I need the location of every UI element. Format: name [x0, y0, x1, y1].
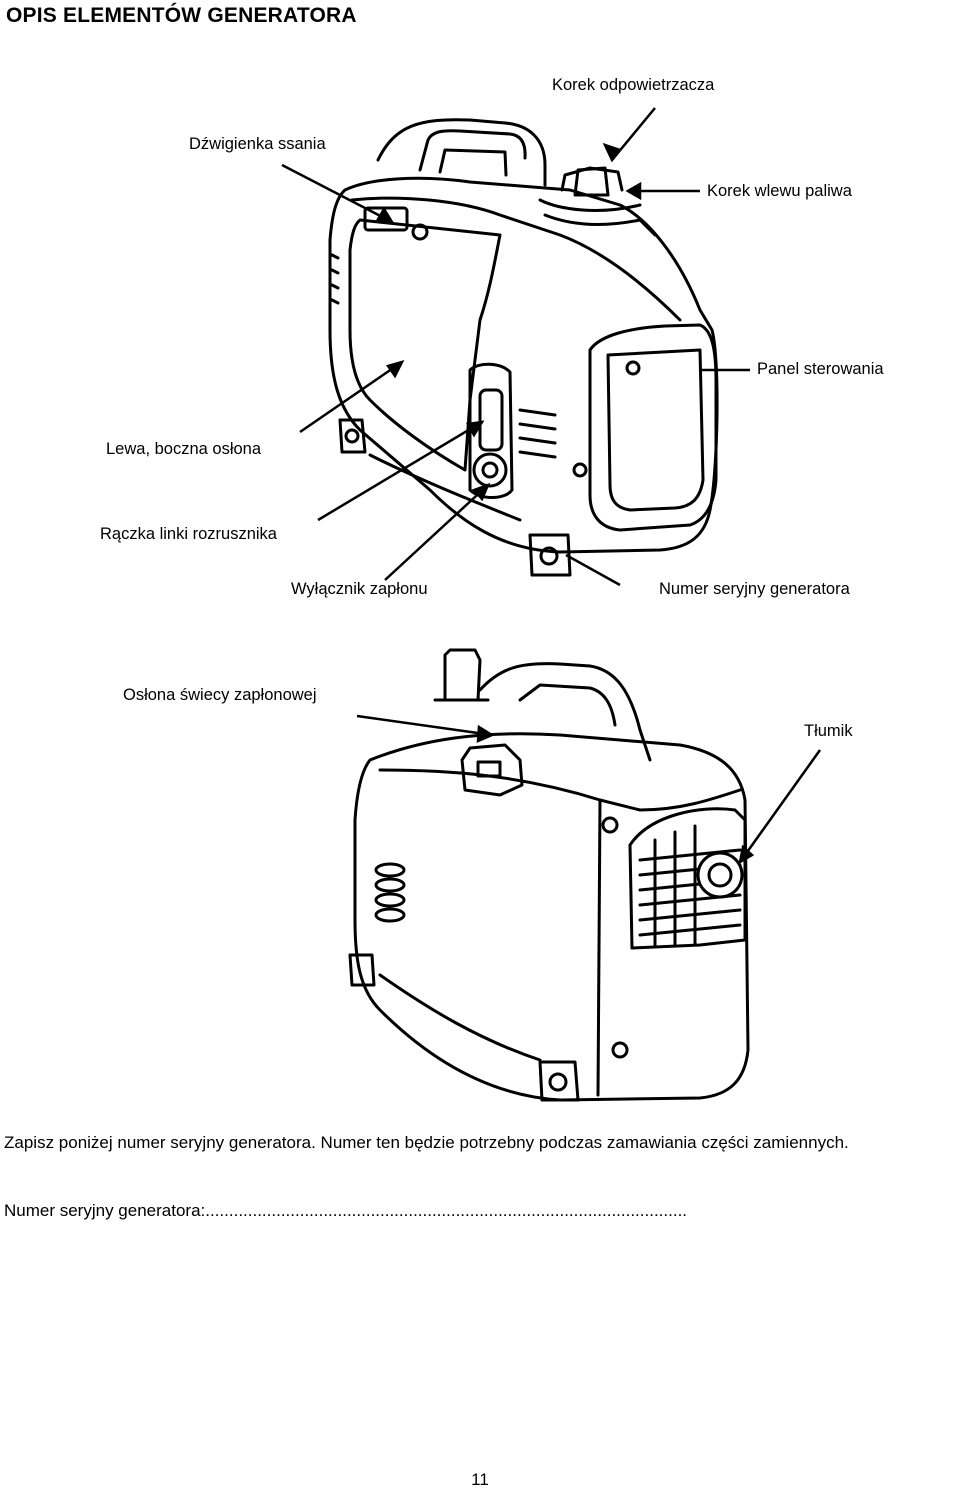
serial-number-field: Numer seryjny generatora:...............… — [4, 1201, 688, 1220]
generator-rear-drawing — [348, 648, 822, 1102]
generator-front-figure: Korek odpowietrzacza Dźwigienka ssania K… — [0, 60, 960, 605]
label-muffler: Tłumik — [804, 722, 853, 740]
page-title: OPIS ELEMENTÓW GENERATORA — [6, 4, 357, 27]
label-starter-handle: Rączka linki rozrusznika — [100, 525, 277, 543]
page-number: 11 — [471, 1470, 489, 1489]
label-choke-lever: Dźwigienka ssania — [189, 135, 326, 153]
label-fuel-cap: Korek wlewu paliwa — [707, 182, 852, 200]
label-spark-plug-cover: Osłona świecy zapłonowej — [123, 686, 317, 704]
label-control-panel: Panel sterowania — [757, 360, 884, 378]
serial-number-note: Zapisz poniżej numer seryjny generatora.… — [4, 1133, 849, 1152]
label-left-cover: Lewa, boczna osłona — [106, 440, 262, 458]
label-serial-number: Numer seryjny generatora — [659, 580, 850, 598]
generator-rear-figure: Osłona świecy zapłonowej Tłumik — [0, 640, 960, 1120]
label-ignition-switch: Wyłącznik zapłonu — [291, 580, 428, 598]
label-vent-cap: Korek odpowietrzacza — [552, 76, 715, 94]
generator-front-drawing — [281, 107, 750, 587]
